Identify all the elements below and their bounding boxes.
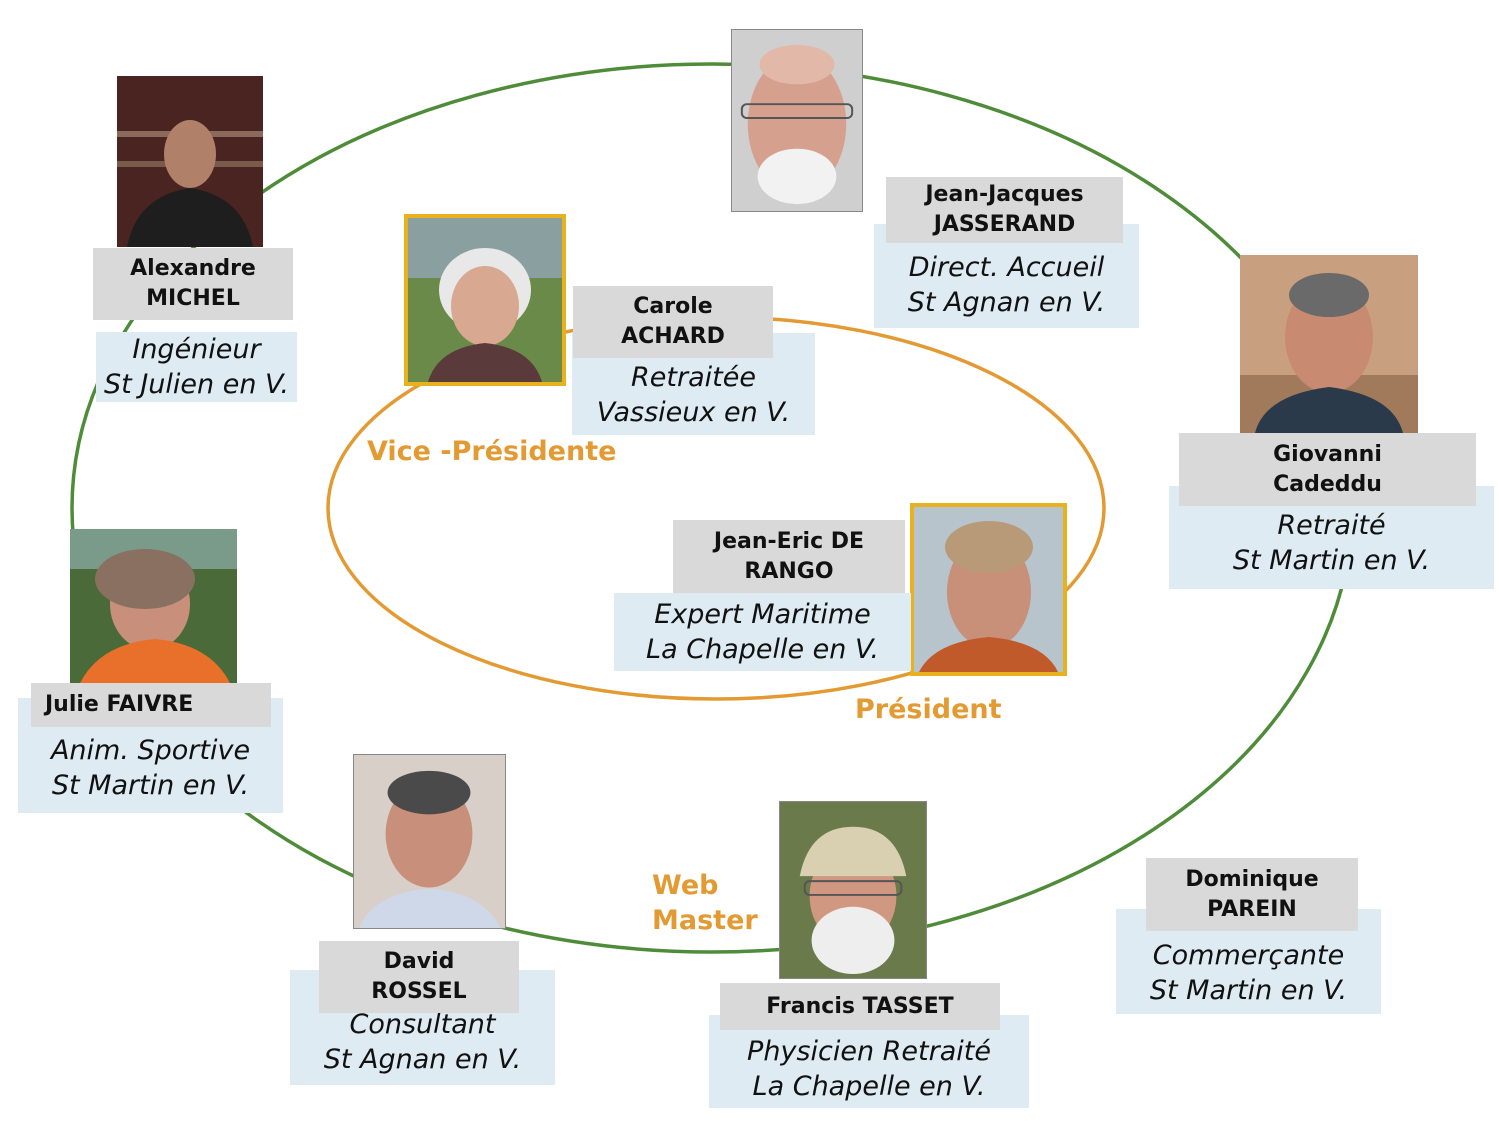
role-webmaster: Web Master <box>652 870 758 936</box>
photo-tasset <box>779 801 927 979</box>
town-jasserand: St Agnan en V. <box>907 287 1106 318</box>
job-achard: Retraitée <box>631 362 756 393</box>
job-tasset: Physicien Retraité <box>747 1035 991 1067</box>
name-rossel: David ROSSEL <box>319 941 519 1013</box>
role-vice-president: Vice -Présidente <box>367 436 617 467</box>
job-rossel: Consultant <box>349 1008 496 1040</box>
name-tasset: Francis TASSET <box>720 983 1000 1030</box>
name-michel: Alexandre MICHEL <box>93 248 293 320</box>
name-jasserand: Jean-Jacques JASSERAND <box>886 177 1123 243</box>
outer-ring <box>70 62 1354 954</box>
info-derango: Expert Maritime La Chapelle en V. <box>614 593 911 671</box>
photo-cadeddu <box>1240 255 1418 433</box>
town-rossel: St Agnan en V. <box>323 1043 522 1075</box>
photo-rossel <box>353 754 506 929</box>
town-parein: St Martin en V. <box>1149 974 1348 1006</box>
name-derango: Jean-Eric DE RANGO <box>673 520 905 593</box>
town-faivre: St Martin en V. <box>51 769 250 801</box>
photo-derango <box>910 503 1067 676</box>
town-cadeddu: St Martin en V. <box>1232 544 1431 576</box>
town-michel: St Julien en V. <box>104 369 289 400</box>
info-tasset: Physicien Retraité La Chapelle en V. <box>709 1015 1029 1108</box>
name-cadeddu: Giovanni Cadeddu <box>1179 433 1476 506</box>
photo-faivre <box>70 529 237 683</box>
photo-michel <box>117 76 263 247</box>
name-parein: Dominique PAREIN <box>1146 858 1358 931</box>
role-president: Président <box>855 694 1002 725</box>
name-faivre: Julie FAIVRE <box>31 683 271 727</box>
name-achard: Carole ACHARD <box>573 286 773 358</box>
job-michel: Ingénieur <box>132 334 261 365</box>
job-jasserand: Direct. Accueil <box>908 252 1105 283</box>
photo-achard <box>404 214 566 386</box>
town-derango: La Chapelle en V. <box>646 634 879 665</box>
job-parein: Commerçante <box>1152 939 1345 971</box>
job-cadeddu: Retraité <box>1277 509 1386 541</box>
info-michel: Ingénieur St Julien en V. <box>96 332 297 402</box>
photo-jasserand <box>731 29 863 212</box>
job-derango: Expert Maritime <box>654 599 871 630</box>
town-achard: Vassieux en V. <box>596 397 791 428</box>
town-tasset: La Chapelle en V. <box>752 1070 986 1102</box>
job-faivre: Anim. Sportive <box>50 734 251 766</box>
